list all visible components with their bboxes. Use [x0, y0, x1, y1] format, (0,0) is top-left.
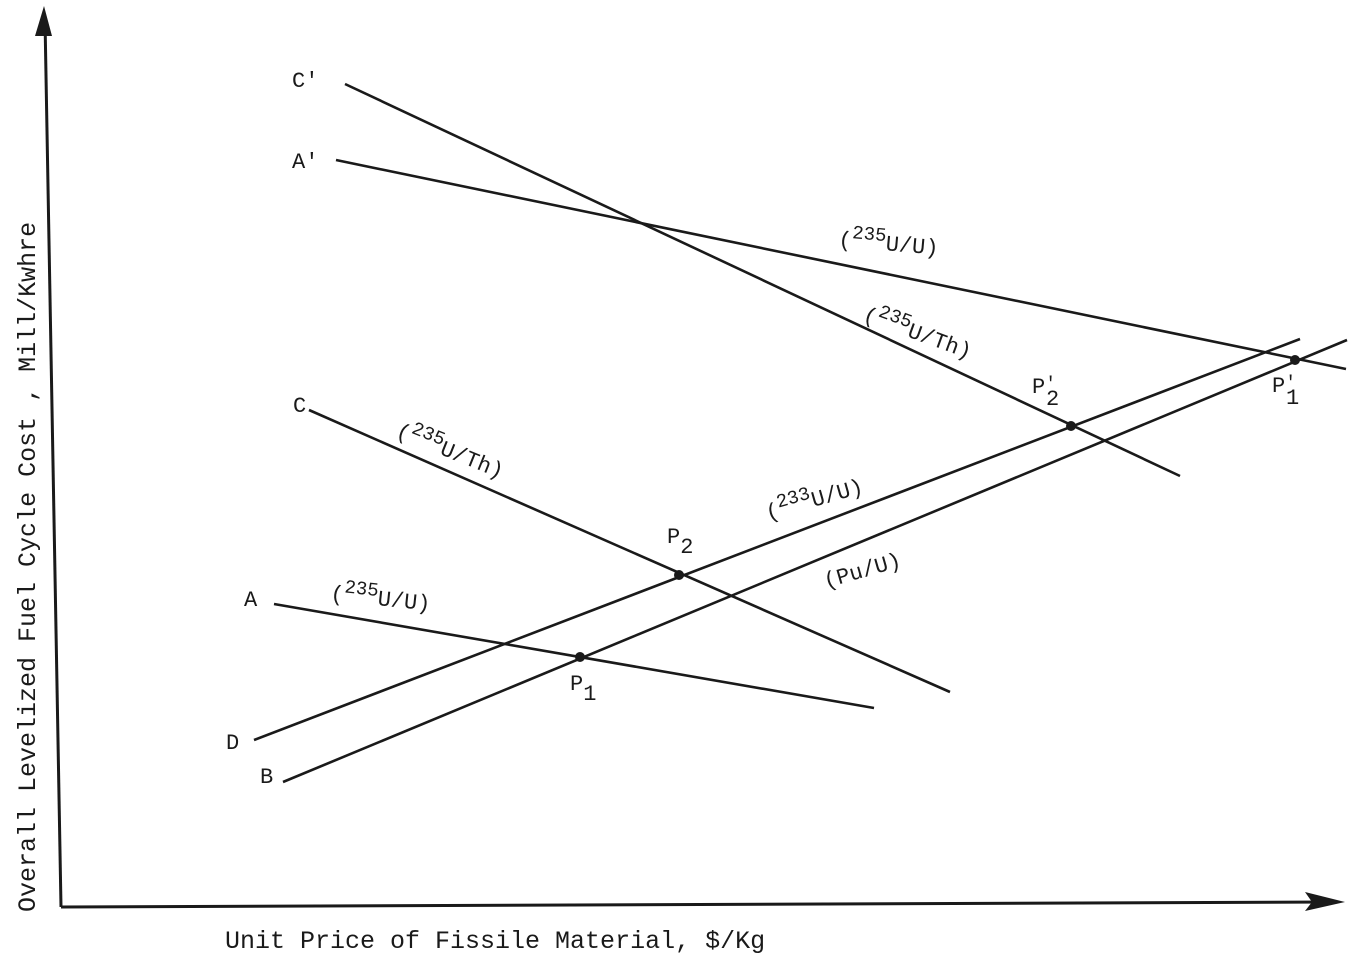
y-axis: [43, 19, 63, 908]
intersection-dot-1: [674, 570, 684, 580]
series-letter-5: B: [260, 765, 273, 790]
y-axis-title: Overall Levelized Fuel Cycle Cost , Mill…: [14, 222, 43, 912]
series-line-4: [253, 337, 1301, 742]
series-line-5: [282, 338, 1348, 784]
series-labels: C' (235U/Th) A' (235U/U) C (235U/Th) A (235U/U)…: [226, 69, 978, 790]
y-axis-arrow-icon: [35, 6, 52, 36]
series-isotope-label-4: (233U/U): [761, 468, 866, 526]
series-lines: [253, 82, 1348, 784]
x-axis-arrow-icon: [1305, 892, 1345, 911]
intersection-dot-0: [575, 652, 585, 662]
series-isotope-label-5: (Pu/U): [821, 549, 904, 595]
series-letter-1: A': [292, 150, 318, 175]
intersection-dot-3: [1290, 355, 1300, 365]
intersection-points: P1 P2 P'2 P'1: [570, 355, 1300, 707]
series-line-2: [308, 408, 951, 694]
intersection-label-2: P'2: [1032, 375, 1059, 412]
x-axis-title: Unit Price of Fissile Material, $/Kg: [225, 927, 765, 956]
series-letter-4: D: [226, 731, 239, 756]
intersection-label-0: P1: [570, 672, 596, 707]
series-isotope-label-1: (235U/U): [837, 221, 940, 262]
series-isotope-label-3: (235U/U): [329, 575, 432, 617]
x-axis: [60, 900, 1331, 909]
intersection-dot-2: [1066, 421, 1076, 431]
series-line-1: [335, 158, 1347, 371]
series-line-3: [273, 602, 875, 710]
intersection-label-1: P2: [667, 525, 693, 560]
series-letter-2: C: [293, 394, 306, 419]
series-isotope-label-2: (235U/Th): [392, 413, 509, 485]
series-letter-0: C': [292, 69, 318, 94]
series-letter-3: A: [244, 588, 258, 613]
series-line-0: [344, 82, 1181, 478]
intersection-label-3: P'1: [1272, 374, 1299, 411]
series-isotope-label-0: (235U/Th): [860, 297, 978, 366]
